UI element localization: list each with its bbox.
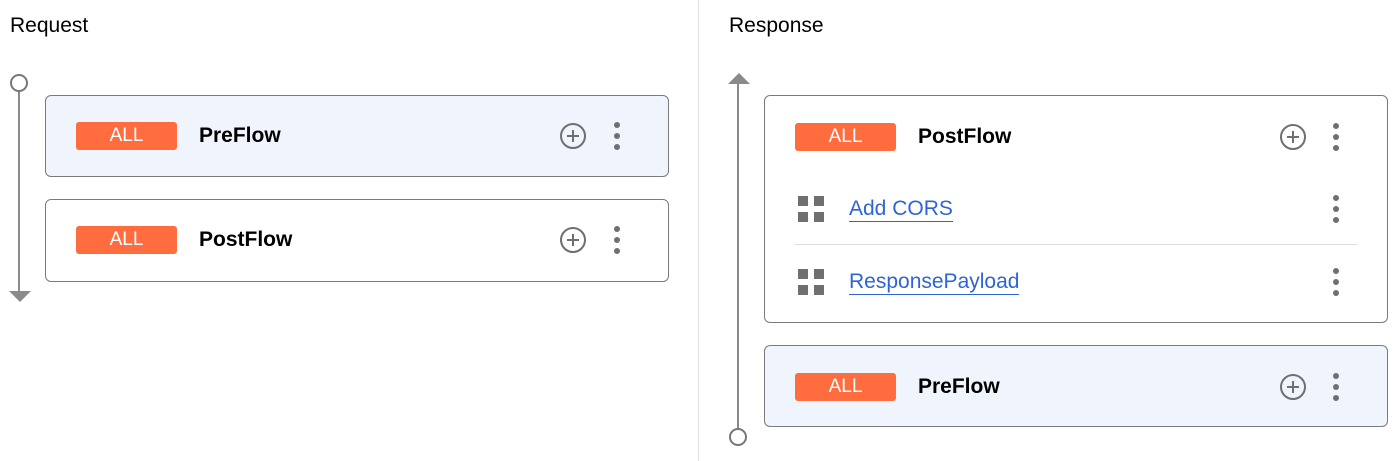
condition-badge: ALL	[795, 373, 896, 401]
request-preflow-card[interactable]: ALL PreFlow	[45, 95, 669, 177]
flow-name: PostFlow	[918, 125, 1012, 148]
grid-icon	[798, 269, 824, 295]
response-timeline-line	[737, 83, 739, 429]
grid-icon	[798, 196, 824, 222]
request-postflow-card[interactable]: ALL PostFlow	[45, 199, 669, 282]
arrow-down-icon	[9, 291, 31, 302]
plus-circle-icon[interactable]	[1279, 123, 1307, 151]
more-vert-icon[interactable]	[1331, 195, 1341, 223]
response-title: Response	[729, 14, 824, 37]
more-vert-icon[interactable]	[1331, 123, 1341, 151]
flow-name: PreFlow	[918, 375, 1000, 398]
step-row[interactable]: ResponsePayload	[765, 262, 1387, 302]
timeline-end-circle	[729, 428, 747, 446]
response-preflow-card[interactable]: ALL PreFlow	[764, 345, 1388, 427]
step-link-response-payload[interactable]: ResponsePayload	[849, 269, 1020, 295]
more-vert-icon[interactable]	[1331, 373, 1341, 401]
request-title: Request	[10, 14, 89, 37]
flow-name: PostFlow	[199, 228, 293, 251]
more-vert-icon[interactable]	[1331, 268, 1341, 296]
condition-badge: ALL	[76, 226, 177, 254]
condition-badge: ALL	[795, 123, 896, 151]
condition-badge: ALL	[76, 122, 177, 150]
timeline-start-circle	[10, 74, 28, 92]
step-link-add-cors[interactable]: Add CORS	[849, 196, 953, 222]
step-row[interactable]: Add CORS	[765, 189, 1387, 229]
plus-circle-icon[interactable]	[559, 122, 587, 150]
request-timeline-line	[18, 92, 20, 292]
arrow-up-icon	[728, 73, 750, 84]
flow-name: PreFlow	[199, 124, 281, 147]
more-vert-icon[interactable]	[612, 226, 622, 254]
more-vert-icon[interactable]	[612, 122, 622, 150]
step-divider	[795, 244, 1357, 245]
panel-divider	[698, 0, 699, 461]
response-postflow-card[interactable]: ALL PostFlow Add CORS ResponsePayload	[764, 95, 1388, 323]
plus-circle-icon[interactable]	[559, 226, 587, 254]
plus-circle-icon[interactable]	[1279, 373, 1307, 401]
